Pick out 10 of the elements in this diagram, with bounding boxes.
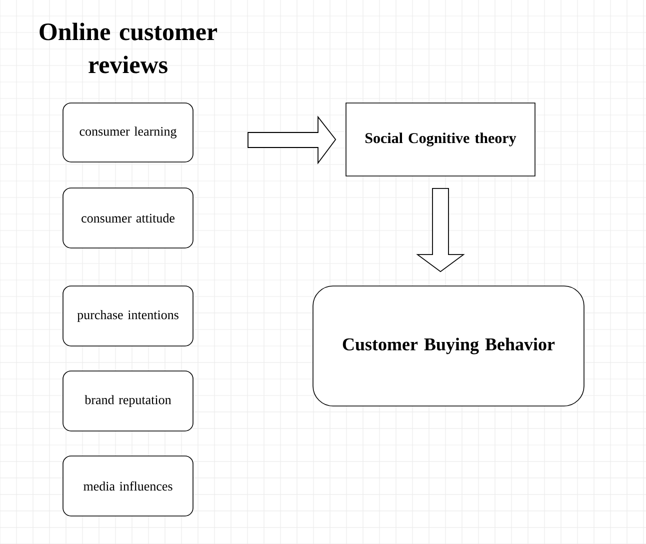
rounded-box: brand reputation — [62, 370, 194, 432]
rounded-box: media influences — [62, 456, 194, 516]
block-arrow — [416, 188, 465, 272]
title: Online customer reviews — [40, 22, 218, 74]
rounded-box: consumer attitude — [62, 188, 194, 248]
block-arrow — [248, 116, 336, 164]
rounded-box: Customer Buying Behavior — [312, 286, 584, 406]
rounded-box: consumer learning — [62, 102, 194, 162]
process-box: Social Cognitive theory — [346, 102, 536, 176]
rounded-box: purchase intentions — [62, 286, 194, 346]
